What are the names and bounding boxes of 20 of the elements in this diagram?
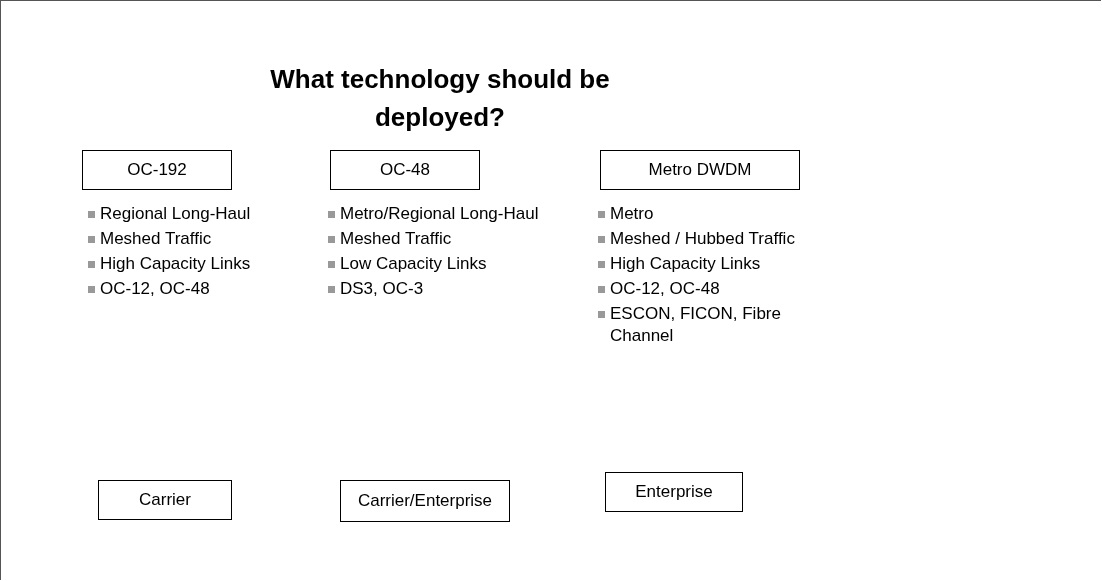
list-item: ESCON, FICON, Fibre Channel — [610, 303, 782, 347]
list-item: DS3, OC-3 — [340, 278, 424, 300]
list-item: Meshed Traffic — [100, 228, 212, 250]
label-box: Metro DWDM — [600, 150, 800, 190]
list-item: OC-12, OC-48 — [610, 278, 720, 300]
list-item: High Capacity Links — [100, 253, 251, 275]
label-box: OC-192 — [82, 150, 232, 190]
list-item: Meshed / Hubbed Traffic — [610, 228, 795, 250]
list-item: OC-12, OC-48 — [100, 278, 210, 300]
label-box: Carrier/Enterprise — [340, 480, 510, 522]
list-item: High Capacity Links — [610, 253, 761, 275]
list-item: Meshed Traffic — [340, 228, 452, 250]
label-box: Enterprise — [605, 472, 743, 512]
list-item: Regional Long-Haul — [100, 203, 251, 225]
label-box: Carrier — [98, 480, 232, 520]
list-item: Low Capacity Links — [340, 253, 487, 275]
label-box: OC-48 — [330, 150, 480, 190]
slide-title: What technology should be deployed? — [269, 63, 611, 134]
list-item: Metro — [610, 203, 654, 225]
list-item: Metro/Regional Long-Haul — [340, 203, 539, 225]
